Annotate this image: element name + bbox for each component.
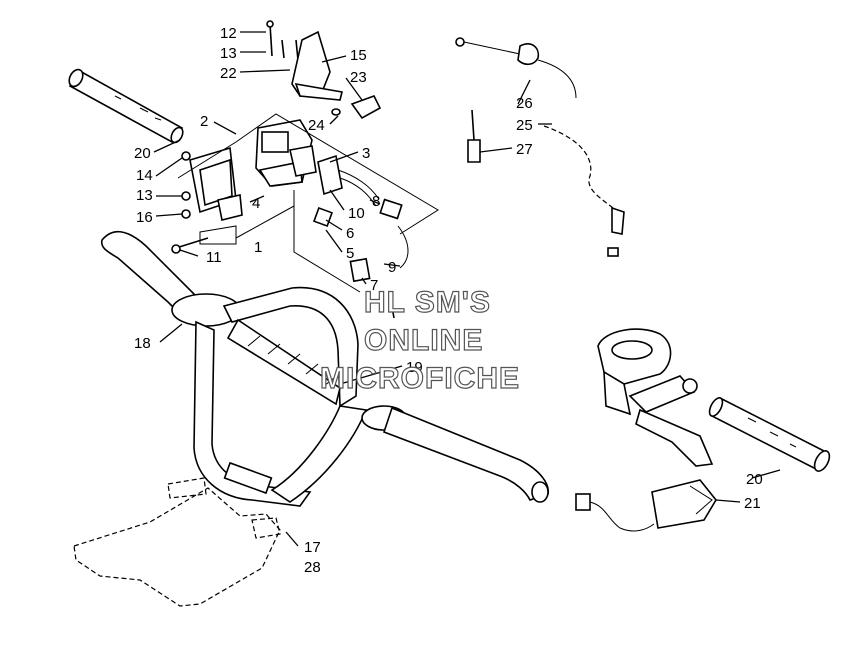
- callout-17: 17: [304, 539, 321, 556]
- callout-18: 18: [134, 335, 151, 352]
- callout-13-top: 13: [220, 45, 237, 62]
- callout-14: 14: [136, 167, 153, 184]
- handlebar: [100, 230, 549, 507]
- screws-left: [171, 151, 209, 254]
- throttle-housing: [189, 119, 317, 221]
- callout-25: 25: [516, 117, 533, 134]
- callout-9: 9: [388, 259, 396, 276]
- callout-15: 15: [350, 47, 367, 64]
- callout-7: 7: [370, 277, 378, 294]
- callout-labels: 12 13 22 15 23 24 2 20 14 13 16 11 1 4 3…: [134, 25, 763, 576]
- watermark-line-1: HL SM'S: [364, 286, 491, 319]
- callout-4: 4: [252, 195, 260, 212]
- callout-10: 10: [348, 205, 365, 222]
- callout-8: 8: [372, 193, 380, 210]
- callout-16: 16: [136, 209, 153, 226]
- grip-heater: [575, 479, 717, 532]
- leader-lines: [153, 31, 781, 547]
- switch-parts: [313, 154, 409, 319]
- watermark-line-3: MICROFICHE: [320, 362, 520, 395]
- callout-20-left: 20: [134, 145, 151, 162]
- callout-1: 1: [254, 239, 262, 256]
- callout-23: 23: [350, 69, 367, 86]
- callout-22: 22: [220, 65, 237, 82]
- callout-6: 6: [346, 225, 354, 242]
- watermark: HL SM'S ONLINE MICROFICHE: [319, 285, 520, 395]
- callout-19: 19: [406, 359, 423, 376]
- handlebar-pad: [73, 477, 281, 607]
- right-grip: [708, 396, 831, 472]
- callout-24: 24: [308, 117, 325, 134]
- callout-5: 5: [346, 245, 354, 262]
- callout-3: 3: [362, 145, 370, 162]
- brake-bracket-parts: [266, 20, 382, 120]
- callout-13-left: 13: [136, 187, 153, 204]
- callout-20-right: 20: [746, 471, 763, 488]
- left-grip: [68, 68, 184, 144]
- callout-26: 26: [516, 95, 533, 112]
- callout-21: 21: [744, 495, 761, 512]
- callout-11: 11: [206, 249, 222, 266]
- callout-28: 28: [304, 559, 321, 576]
- brake-cable-assembly: [455, 37, 625, 257]
- explode-frame-lines: [177, 113, 439, 293]
- callout-2: 2: [200, 113, 208, 130]
- callout-27: 27: [516, 141, 533, 158]
- watermark-line-2: ONLINE: [364, 324, 483, 357]
- callout-12: 12: [220, 25, 237, 42]
- right-brake-lever: [597, 328, 714, 467]
